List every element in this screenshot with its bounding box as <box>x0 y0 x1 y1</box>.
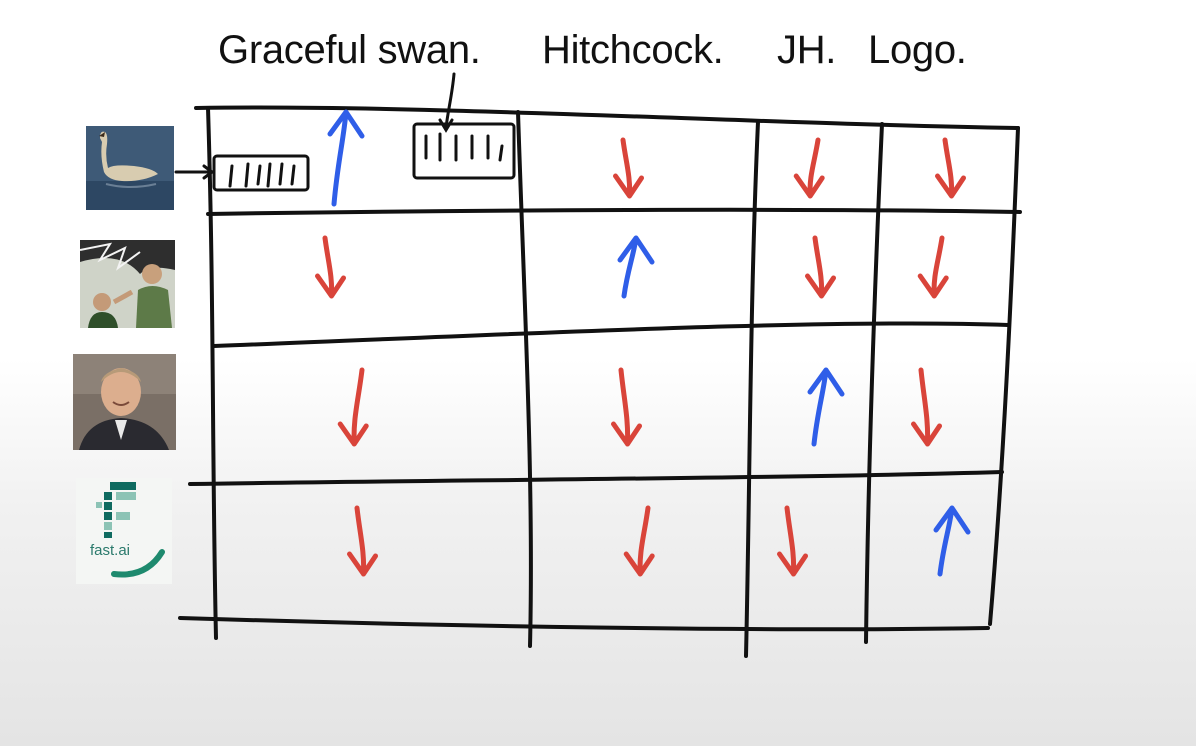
grid-line-row2 <box>212 321 1010 348</box>
annotation-box-right <box>412 122 516 180</box>
arrow-down-r4-c3 <box>777 505 808 577</box>
grid-line-left <box>206 106 218 640</box>
arrow-down-r2-c3 <box>805 235 836 299</box>
movie-still-photo-icon <box>80 240 175 328</box>
grid-line-col3 <box>864 122 884 644</box>
arrow-down-r2-c1 <box>315 235 346 299</box>
grid-line-right <box>988 126 1020 626</box>
grid-line-row1 <box>206 207 1022 216</box>
grid-line-top <box>194 105 1020 130</box>
fastai-logo-text: fast.ai <box>90 542 131 559</box>
arrow-down-r3-c4 <box>911 367 942 447</box>
arrow-up-r2-c2 <box>617 235 655 299</box>
pointer-arrow-down <box>438 72 456 133</box>
column-label-logo: Logo. <box>868 28 967 72</box>
arrow-down-r3-c2 <box>611 367 642 447</box>
annotation-marks <box>174 72 516 192</box>
arrow-up-r3-c3 <box>807 367 845 447</box>
grid-line-row3 <box>188 470 1004 486</box>
arrow-down-r3-c1 <box>337 367 369 447</box>
arrow-up-r1-c1 <box>327 109 365 207</box>
arrow-down-r1-c2 <box>613 137 644 199</box>
grid-line-bottom <box>178 616 990 632</box>
arrow-down-r1-c3 <box>793 137 825 199</box>
arrow-marks <box>315 109 971 577</box>
column-captions: Graceful swan. Hitchcock. JH. Logo. <box>0 28 1196 88</box>
person-portrait-photo-icon <box>73 354 176 450</box>
arrow-up-r4-c4 <box>933 505 971 577</box>
arrow-down-r4-c1 <box>347 505 378 577</box>
annotation-box-left <box>212 154 310 192</box>
grid-line-col2 <box>744 120 760 658</box>
column-label-jh: JH. <box>777 28 837 72</box>
arrow-down-r4-c2 <box>623 505 655 577</box>
grid-lines <box>178 105 1022 658</box>
fastai-logo-icon: fast.ai <box>76 478 172 584</box>
column-label-graceful-swan: Graceful swan. <box>218 28 481 72</box>
arrow-down-r2-c4 <box>917 235 949 299</box>
grid-line-col1 <box>516 110 533 648</box>
pointer-arrow-left <box>174 164 215 180</box>
arrow-down-r1-c4 <box>935 137 966 199</box>
column-label-hitchcock: Hitchcock. <box>542 28 724 72</box>
swan-photo-icon <box>86 126 174 210</box>
